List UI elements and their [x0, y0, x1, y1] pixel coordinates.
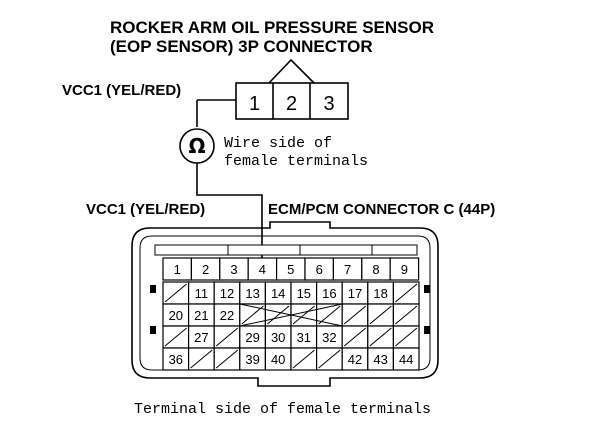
wire-to-ecm-pin4	[196, 163, 263, 270]
blank-terminal-slash	[164, 327, 187, 347]
sensor-title-line2: (EOP SENSOR) 3P CONNECTOR	[110, 37, 373, 56]
sensor-3p-connector: 1 2 3	[235, 58, 349, 120]
terminal-label: 12	[220, 286, 234, 301]
terminal-label: 16	[322, 286, 336, 301]
terminal-label: 31	[297, 330, 311, 345]
blank-terminal-slash	[395, 327, 418, 347]
terminal-label: 29	[245, 330, 259, 345]
blank-terminal-slash	[369, 305, 392, 325]
ohmmeter-icon: Ω	[179, 128, 215, 164]
terminal-label: 20	[169, 308, 183, 323]
terminal-label: 43	[373, 352, 387, 367]
terminal-label: 42	[348, 352, 362, 367]
blank-terminal-slash	[395, 305, 418, 325]
terminal-label: 17	[348, 286, 362, 301]
ohm-symbol: Ω	[188, 134, 205, 158]
terminal-label: 21	[194, 308, 208, 323]
blank-terminal-slash	[343, 327, 367, 347]
terminal-label: 30	[271, 330, 285, 345]
blank-region-cross	[239, 303, 343, 327]
blank-terminal-slash	[241, 305, 264, 325]
terminal-label: 32	[322, 330, 336, 345]
terminal-label: 22	[220, 308, 234, 323]
terminal-label: 5	[287, 262, 294, 277]
terminal-label: 36	[169, 352, 183, 367]
terminal-label: 6	[316, 262, 323, 277]
terminal-label: 2	[202, 262, 209, 277]
terminal-label: 1	[174, 262, 181, 277]
terminal-label: 27	[194, 330, 208, 345]
ecm-connector-title: ECM/PCM CONNECTOR C (44P)	[268, 201, 495, 218]
blank-terminal-slash	[369, 327, 392, 347]
terminal-label: 39	[245, 352, 259, 367]
blank-terminal-slash	[318, 305, 341, 325]
blank-terminal-slash	[395, 283, 418, 303]
sensor-wire-label: VCC1 (YEL/RED)	[62, 82, 181, 99]
terminal-label: 44	[399, 352, 413, 367]
terminal-label: 15	[297, 286, 311, 301]
blank-terminal-slash	[164, 283, 187, 303]
terminal-side-note: Terminal side of female terminals	[134, 401, 431, 418]
terminal-label: 3	[230, 262, 237, 277]
terminal-label: 18	[373, 286, 387, 301]
terminal-label: 9	[401, 262, 408, 277]
terminal-label: 13	[245, 286, 259, 301]
sensor-pin-2: 2	[286, 93, 297, 115]
terminal-cell	[392, 347, 420, 371]
terminal-label: 40	[271, 352, 285, 367]
sensor-pin-1: 1	[249, 93, 260, 115]
terminal-label: 11	[195, 286, 209, 301]
terminal-cell	[389, 257, 420, 281]
terminal-label: 14	[271, 286, 285, 301]
wire-side-note-line1: Wire side of	[224, 135, 332, 152]
blank-terminal-slash	[215, 327, 239, 347]
terminal-label: 4	[259, 262, 266, 277]
terminal-label: 7	[344, 262, 351, 277]
blank-terminal-slash	[343, 305, 367, 325]
terminal-label: 8	[372, 262, 379, 277]
sensor-pin-3: 3	[323, 93, 334, 115]
connector-body	[235, 82, 349, 120]
wire-side-note-line2: female terminals	[224, 153, 368, 170]
blank-terminal-slash	[292, 349, 315, 369]
blank-terminal-slash	[190, 349, 213, 369]
blank-terminal-slash	[215, 349, 239, 369]
connector-key-tab	[268, 58, 315, 84]
blank-terminal-slash	[267, 305, 290, 325]
sensor-title-line1: ROCKER ARM OIL PRESSURE SENSOR	[110, 18, 434, 37]
blank-terminal-slash	[292, 305, 315, 325]
ecm-wire-label: VCC1 (YEL/RED)	[86, 201, 205, 218]
blank-terminal-slash	[318, 349, 341, 369]
